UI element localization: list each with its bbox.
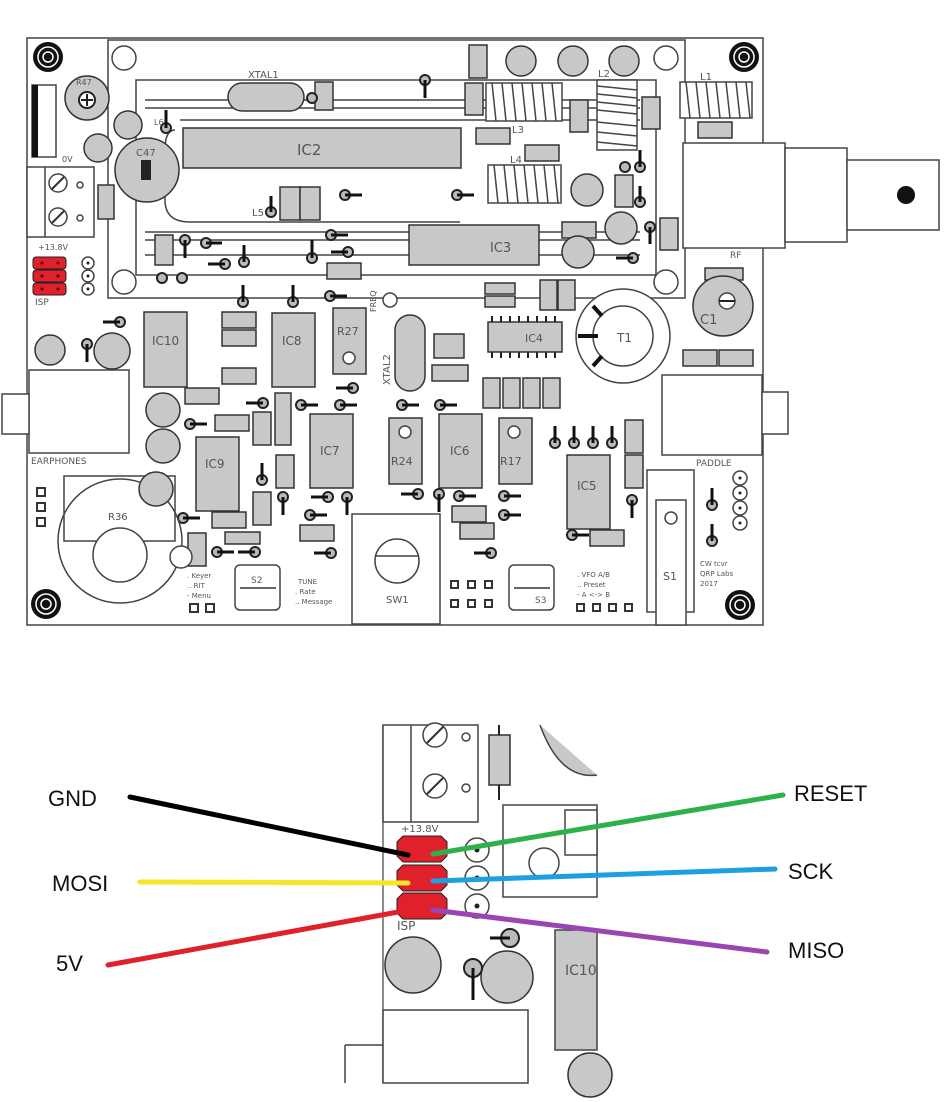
mounting-hole-icon bbox=[725, 590, 755, 620]
inductor-l4 bbox=[487, 164, 562, 204]
c47-label: C47 bbox=[136, 148, 156, 159]
s1-label: S1 bbox=[663, 570, 677, 583]
gnd-label: GND bbox=[48, 786, 97, 811]
wire-mosi bbox=[137, 879, 411, 886]
preset-note: .. Preset bbox=[577, 581, 606, 589]
t1-label: T1 bbox=[616, 331, 632, 345]
board-outline bbox=[26, 37, 764, 626]
ic2-label: IC2 bbox=[297, 141, 321, 159]
rate-note: . Rate bbox=[295, 588, 316, 596]
tune-note: TUNE bbox=[297, 578, 317, 586]
miso-label: MISO bbox=[788, 938, 844, 963]
paddle-header bbox=[732, 470, 748, 531]
earphones-jack bbox=[1, 369, 130, 454]
r47-label: R47 bbox=[76, 78, 92, 87]
wire-gnd bbox=[127, 794, 411, 858]
ic9-label: IC9 bbox=[205, 457, 225, 471]
ic10 bbox=[143, 311, 188, 388]
ic10-label: IC10 bbox=[152, 334, 179, 348]
lower-pins bbox=[177, 382, 618, 559]
mosi-label: MOSI bbox=[52, 871, 108, 896]
r24-label: R24 bbox=[391, 455, 413, 468]
5v-label: 5V bbox=[56, 951, 83, 976]
ic3 bbox=[408, 224, 540, 266]
reset-label: RESET bbox=[794, 781, 867, 806]
inset-ic10-label: IC10 bbox=[565, 963, 597, 979]
ic3-label: IC3 bbox=[490, 241, 511, 256]
xtal1 bbox=[227, 82, 305, 112]
inductor-l3 bbox=[485, 82, 563, 122]
ov-label: 0V bbox=[62, 155, 73, 164]
s2-label: S2 bbox=[251, 576, 262, 586]
xtal2 bbox=[394, 314, 426, 392]
pcb-board: IC2 IC3 XTAL1 L3 L4 L2 L1 bbox=[1, 37, 940, 626]
wire-reset bbox=[430, 792, 786, 857]
inductor-l1 bbox=[679, 81, 753, 119]
mounting-hole-icon bbox=[33, 42, 63, 72]
freq-testpoint bbox=[382, 292, 398, 308]
ic4 bbox=[487, 321, 563, 353]
inductor-l2 bbox=[596, 79, 638, 151]
ic2 bbox=[182, 127, 462, 169]
ic5 bbox=[566, 454, 611, 530]
wire-5v bbox=[105, 909, 401, 968]
isp-label: ISP bbox=[35, 298, 49, 308]
l5-label: L5 bbox=[252, 208, 264, 219]
power-label: +13.8V bbox=[38, 243, 69, 252]
ic8-label: IC8 bbox=[282, 334, 302, 348]
ic8 bbox=[271, 312, 316, 388]
ic7-label: IC7 bbox=[320, 444, 340, 458]
message-note: .. Message bbox=[295, 598, 332, 606]
l2-label: L2 bbox=[598, 69, 610, 80]
ic5-label: IC5 bbox=[577, 479, 597, 493]
rf-label: RF bbox=[730, 251, 741, 261]
l1-label: L1 bbox=[700, 72, 712, 83]
paddle-label: PADDLE bbox=[696, 459, 732, 469]
inset-power-label: +13.8V bbox=[401, 824, 439, 835]
earphones-label: EARPHONES bbox=[31, 457, 87, 467]
ic6 bbox=[438, 413, 483, 489]
ic9 bbox=[195, 436, 240, 512]
mounting-hole-icon bbox=[729, 42, 759, 72]
credit-line2: QRP Labs bbox=[700, 570, 733, 578]
ic6-label: IC6 bbox=[450, 444, 470, 458]
wire-miso bbox=[430, 907, 770, 955]
inset-isp-label: ISP bbox=[397, 919, 415, 933]
rf-bnc-connector bbox=[682, 142, 940, 249]
credit-line3: 2017 bbox=[700, 580, 718, 588]
l3-label: L3 bbox=[512, 125, 524, 136]
a-b-note: - A <-> B bbox=[577, 591, 610, 599]
l4-label: L4 bbox=[510, 155, 522, 166]
r36-label: R36 bbox=[108, 512, 128, 523]
test-pins bbox=[156, 74, 656, 308]
r36-pot bbox=[57, 478, 183, 604]
ic7 bbox=[309, 413, 354, 489]
credit-line1: CW tcvr bbox=[700, 560, 728, 568]
l6-label: L6 bbox=[154, 118, 164, 127]
freq-label: FREQ bbox=[369, 290, 378, 312]
s3-label: S3 bbox=[535, 596, 546, 606]
c1-label: C1 bbox=[700, 313, 717, 328]
vfo-note: . VFO A/B bbox=[577, 571, 610, 579]
mounting-hole-icon bbox=[31, 589, 61, 619]
sck-label: SCK bbox=[788, 859, 834, 884]
r17-label: R17 bbox=[500, 455, 522, 468]
xtal1-label: XTAL1 bbox=[248, 70, 279, 81]
keyer-note: . Keyer bbox=[187, 572, 211, 580]
sw1-label: SW1 bbox=[386, 595, 409, 606]
ic4-label: IC4 bbox=[525, 332, 543, 345]
isp-wiring-diagram: IC10 +13.8V ISP GND MOSI 5V RESET bbox=[48, 722, 867, 1098]
xtal2-label: XTAL2 bbox=[382, 354, 393, 385]
isp-header bbox=[32, 256, 95, 296]
menu-note: - Menu bbox=[187, 592, 211, 600]
r27-label: R27 bbox=[337, 325, 359, 338]
wire-sck bbox=[430, 866, 778, 884]
paddle-jack bbox=[661, 374, 789, 456]
rit-note: .. RIT bbox=[187, 582, 206, 590]
